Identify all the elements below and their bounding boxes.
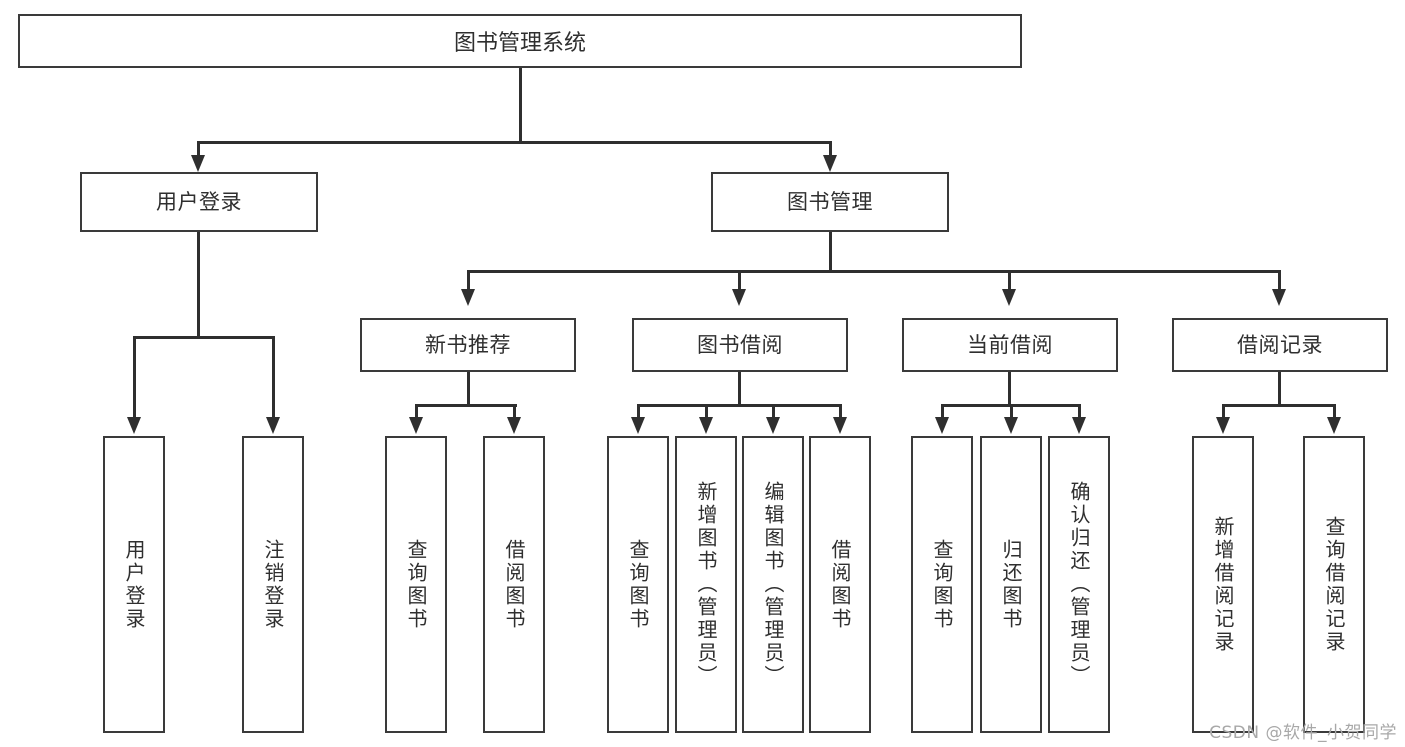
arrowhead-book-borrow xyxy=(732,289,746,306)
arrowhead-leaf-query-book-1 xyxy=(409,417,423,434)
connector-new-book-bar xyxy=(415,404,517,407)
arrowhead-leaf-borrow-book-1 xyxy=(507,417,521,434)
node-root-system[interactable]: 图书管理系统 xyxy=(18,14,1022,68)
connector-book-borrow-drop-4 xyxy=(839,404,842,420)
connector-root-bar xyxy=(197,141,832,144)
node-leaf-query-book-1[interactable]: 查询图书 xyxy=(385,436,447,733)
node-leaf-user-login-label: 用户登录 xyxy=(122,538,146,631)
node-leaf-query-book-1-label: 查询图书 xyxy=(404,538,428,631)
connector-user-login-drop-1 xyxy=(133,336,136,420)
node-leaf-query-record-label: 查询借阅记录 xyxy=(1322,515,1346,654)
node-root-system-label: 图书管理系统 xyxy=(453,31,586,56)
connector-book-borrow-trunk xyxy=(738,372,741,406)
connector-root-trunk xyxy=(519,68,522,143)
connector-current-borrow-trunk xyxy=(1008,372,1011,406)
connector-book-borrow-drop-3 xyxy=(772,404,775,420)
connector-borrow-record-bar xyxy=(1222,404,1336,407)
connector-user-login-trunk xyxy=(197,232,200,338)
node-book-borrow-label: 图书借阅 xyxy=(697,332,783,357)
node-leaf-logout-login[interactable]: 注销登录 xyxy=(242,436,304,733)
node-book-manage[interactable]: 图书管理 xyxy=(711,172,949,232)
connector-user-login-bar xyxy=(133,336,275,339)
connector-book-borrow-bar xyxy=(637,404,841,407)
arrowhead-leaf-edit-book xyxy=(766,417,780,434)
node-leaf-edit-book[interactable]: 编辑图书（管理员） xyxy=(742,436,804,733)
connector-borrow-record-drop-2 xyxy=(1333,404,1336,420)
connector-book-manage-drop-2 xyxy=(738,270,741,292)
arrowhead-leaf-add-book xyxy=(699,417,713,434)
arrowhead-leaf-query-record xyxy=(1327,417,1341,434)
arrowhead-borrow-record xyxy=(1272,289,1286,306)
connector-new-book-drop-1 xyxy=(415,404,418,420)
node-leaf-query-book-3[interactable]: 查询图书 xyxy=(911,436,973,733)
connector-new-book-trunk xyxy=(467,372,470,406)
node-user-login[interactable]: 用户登录 xyxy=(80,172,318,232)
node-leaf-borrow-book-1-label: 借阅图书 xyxy=(502,538,526,631)
node-leaf-add-book[interactable]: 新增图书（管理员） xyxy=(675,436,737,733)
arrowhead-to-user-login xyxy=(191,155,205,172)
arrowhead-leaf-return-book xyxy=(1004,417,1018,434)
node-leaf-add-book-label: 新增图书（管理员） xyxy=(694,481,718,688)
node-leaf-query-book-3-label: 查询图书 xyxy=(930,538,954,631)
node-current-borrow[interactable]: 当前借阅 xyxy=(902,318,1118,372)
node-leaf-logout-login-label: 注销登录 xyxy=(261,538,285,631)
connector-current-borrow-drop-3 xyxy=(1078,404,1081,420)
node-leaf-add-record-label: 新增借阅记录 xyxy=(1211,515,1235,654)
connector-current-borrow-drop-1 xyxy=(941,404,944,420)
arrowhead-leaf-user-login xyxy=(127,417,141,434)
connector-book-manage-drop-1 xyxy=(467,270,470,292)
node-leaf-return-book[interactable]: 归还图书 xyxy=(980,436,1042,733)
node-current-borrow-label: 当前借阅 xyxy=(967,332,1053,357)
arrowhead-leaf-confirm-return xyxy=(1072,417,1086,434)
arrowhead-to-book-manage xyxy=(823,155,837,172)
node-leaf-confirm-return[interactable]: 确认归还（管理员） xyxy=(1048,436,1110,733)
node-book-manage-label: 图书管理 xyxy=(787,189,873,214)
connector-book-manage-bar xyxy=(467,270,1280,273)
node-leaf-borrow-book-2-label: 借阅图书 xyxy=(828,538,852,631)
connector-root-to-user-login xyxy=(197,141,200,159)
connector-current-borrow-drop-2 xyxy=(1010,404,1013,420)
arrowhead-leaf-query-book-2 xyxy=(631,417,645,434)
connector-book-manage-trunk xyxy=(829,232,832,272)
node-leaf-user-login[interactable]: 用户登录 xyxy=(103,436,165,733)
node-user-login-label: 用户登录 xyxy=(156,189,242,214)
node-leaf-borrow-book-2[interactable]: 借阅图书 xyxy=(809,436,871,733)
node-leaf-add-record[interactable]: 新增借阅记录 xyxy=(1192,436,1254,733)
arrowhead-leaf-query-book-3 xyxy=(935,417,949,434)
arrowhead-leaf-add-record xyxy=(1216,417,1230,434)
connector-root-to-book-manage xyxy=(829,141,832,159)
node-leaf-query-book-2[interactable]: 查询图书 xyxy=(607,436,669,733)
node-book-borrow[interactable]: 图书借阅 xyxy=(632,318,848,372)
arrowhead-leaf-borrow-book-2 xyxy=(833,417,847,434)
connector-borrow-record-drop-1 xyxy=(1222,404,1225,420)
connector-borrow-record-trunk xyxy=(1278,372,1281,406)
node-leaf-return-book-label: 归还图书 xyxy=(999,538,1023,631)
node-borrow-record-label: 借阅记录 xyxy=(1237,332,1323,357)
node-new-book-recommend[interactable]: 新书推荐 xyxy=(360,318,576,372)
node-borrow-record[interactable]: 借阅记录 xyxy=(1172,318,1388,372)
connector-new-book-drop-2 xyxy=(513,404,516,420)
connector-book-manage-drop-3 xyxy=(1008,270,1011,292)
node-leaf-borrow-book-1[interactable]: 借阅图书 xyxy=(483,436,545,733)
arrowhead-leaf-logout-login xyxy=(266,417,280,434)
node-new-book-recommend-label: 新书推荐 xyxy=(425,332,511,357)
connector-book-borrow-drop-2 xyxy=(705,404,708,420)
arrowhead-current-borrow xyxy=(1002,289,1016,306)
connector-book-manage-drop-4 xyxy=(1278,270,1281,292)
connector-user-login-drop-2 xyxy=(272,336,275,420)
node-leaf-query-book-2-label: 查询图书 xyxy=(626,538,650,631)
node-leaf-confirm-return-label: 确认归还（管理员） xyxy=(1067,481,1091,688)
node-leaf-edit-book-label: 编辑图书（管理员） xyxy=(761,481,785,688)
arrowhead-new-book-recommend xyxy=(461,289,475,306)
node-leaf-query-record[interactable]: 查询借阅记录 xyxy=(1303,436,1365,733)
connector-book-borrow-drop-1 xyxy=(637,404,640,420)
